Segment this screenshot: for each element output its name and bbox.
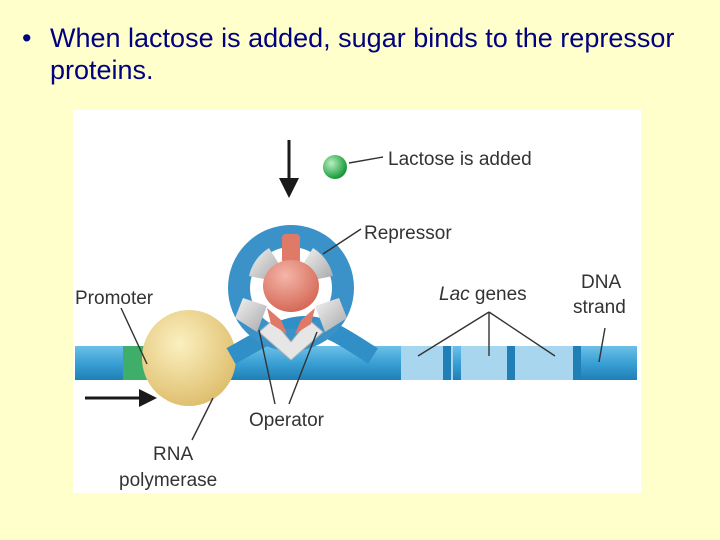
rna-polymerase — [142, 310, 236, 406]
leader-lines — [120, 156, 606, 441]
repressor-protein — [228, 225, 354, 361]
label-lac-italic: Lac — [439, 284, 470, 305]
label-lac-genes: Lac genes — [439, 284, 527, 305]
lactose-molecule — [323, 155, 347, 179]
diagram-canvas: Lactose is added Repressor Promoter Lac … — [75, 140, 637, 491]
label-promoter: Promoter — [75, 288, 154, 309]
polymerase-direction-arrow — [85, 389, 157, 407]
label-genes: genes — [470, 284, 527, 305]
bullet-symbol: • — [22, 23, 32, 53]
label-lactose-added: Lactose is added — [388, 149, 532, 170]
bullet-point: • When lactose is added, sugar binds to … — [22, 22, 702, 86]
label-polymerase: polymerase — [119, 470, 217, 491]
label-operator: Operator — [249, 410, 325, 431]
lac-operon-diagram: Lactose is added Repressor Promoter Lac … — [73, 110, 641, 493]
bullet-text: When lactose is added, sugar binds to th… — [50, 23, 675, 85]
label-dna: DNA — [581, 272, 621, 293]
label-repressor: Repressor — [364, 223, 452, 244]
label-rna: RNA — [153, 444, 193, 465]
label-strand: strand — [573, 297, 626, 318]
lactose-arrow — [279, 140, 299, 198]
